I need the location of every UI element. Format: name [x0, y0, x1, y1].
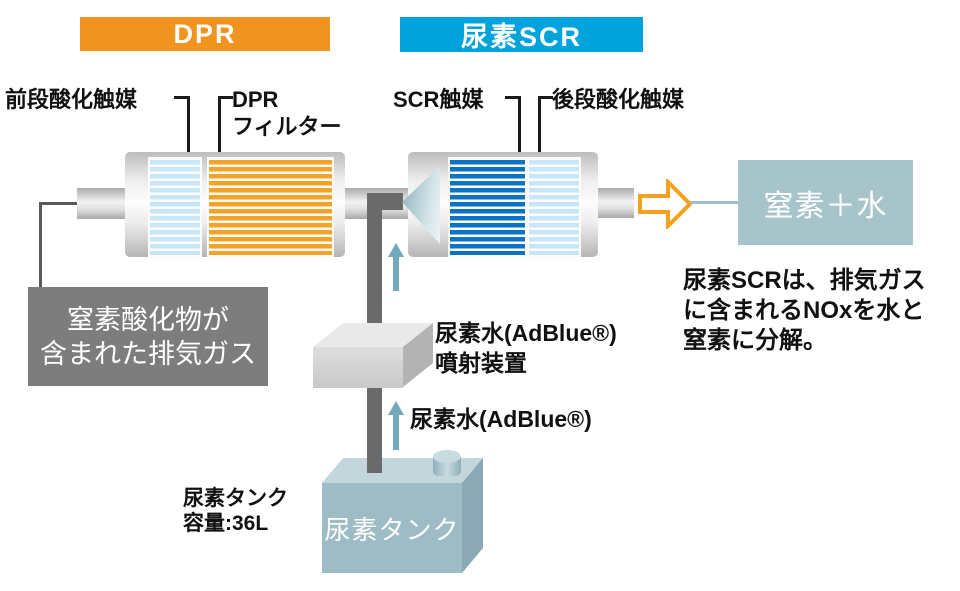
exhaust-gas-box: 窒素酸化物が 含まれた排気ガス — [28, 287, 268, 386]
urea-flow-arrow-upper-icon — [388, 243, 404, 291]
front-oxidation-catalyst-stripes — [148, 157, 202, 258]
urea-tank-front-face: 尿素タンク — [322, 483, 462, 573]
exhaust-connector-line-horizontal — [39, 202, 79, 205]
scr-note-line3: 窒素に分解。 — [683, 327, 827, 354]
urea-water-label: 尿素水(AdBlue®) — [410, 406, 592, 432]
urea-scr-header-badge: 尿素SCR — [400, 17, 643, 52]
scr-catalyst-stripes — [448, 157, 527, 258]
exhaust-gas-line1: 窒素酸化物が — [67, 304, 229, 335]
urea-flow-arrow-lower-icon — [388, 401, 404, 450]
injector-label-line1: 尿素水(AdBlue®) — [435, 320, 617, 346]
injector-device-front-face — [313, 347, 403, 388]
front-oxidation-catalyst-label: 前段酸化触媒 — [5, 87, 138, 112]
urea-tank-right-face — [462, 458, 483, 573]
scr-note-line2: に含まれるNOxを水と — [683, 297, 925, 324]
tank-capacity-line1: 尿素タンク — [183, 487, 288, 510]
urea-tank-cap-top — [433, 450, 461, 463]
injector-label-line2: 噴射装置 — [435, 350, 527, 376]
rear-oxidation-catalyst-label: 後段酸化触媒 — [552, 87, 685, 112]
exhaust-gas-line2: 含まれた排気ガス — [40, 338, 256, 369]
rear-oxidation-leader-line — [538, 96, 553, 167]
dpr-filter-stripes — [207, 157, 334, 258]
dpr-filter-leader-line — [218, 96, 233, 167]
output-box: 窒素＋水 — [738, 160, 913, 245]
dpr-filter-label-line2: フィルター — [232, 114, 342, 139]
dpr-header-badge: DPR — [80, 17, 330, 51]
front-oxidation-leader-line — [174, 96, 190, 163]
tank-capacity-line2: 容量:36L — [183, 512, 269, 535]
scr-note-line1: 尿素SCRは、排気ガス — [683, 267, 926, 294]
rear-oxidation-catalyst-stripes — [527, 157, 581, 258]
exhaust-connector-line-vertical — [39, 202, 42, 288]
dpr-filter-label-line1: DPR — [232, 87, 279, 112]
flow-arrow-icon — [638, 179, 692, 229]
inlet-pipe — [77, 188, 127, 219]
scr-catalyst-leader-line — [505, 96, 521, 163]
outlet-pipe — [596, 188, 634, 218]
output-connector-line — [690, 201, 738, 204]
scr-catalyst-label: SCR触媒 — [393, 87, 484, 112]
